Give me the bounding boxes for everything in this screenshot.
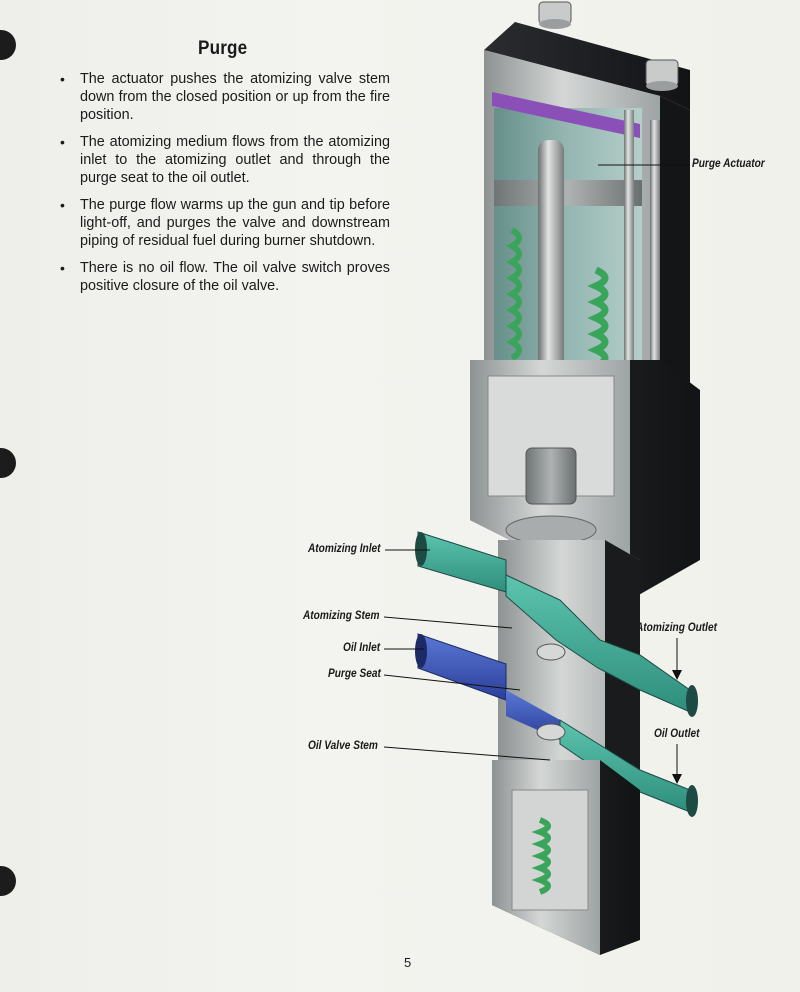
bolt-icon [538, 1, 572, 29]
section-title: Purge [198, 38, 248, 59]
bullet-text: There is no oil flow. The oil valve swit… [80, 260, 390, 294]
page-number: 5 [404, 955, 412, 970]
label-oil-outlet: Oil Outlet [654, 728, 700, 740]
bullet-text: The atomizing medium flows from the atom… [80, 134, 390, 186]
bullet-item: •The actuator pushes the atomizing valve… [60, 71, 390, 123]
label-purge-actuator: Purge Actuator [692, 158, 765, 170]
binder-hole [0, 866, 16, 896]
label-oil-inlet: Oil Inlet [343, 642, 381, 654]
label-atomizing-outlet: Atomizing Outlet [636, 622, 717, 634]
bullet-item: •The purge flow warms up the gun and tip… [60, 197, 390, 249]
bullet-item: •The atomizing medium flows from the ato… [60, 134, 390, 186]
purge-seat [536, 643, 566, 661]
bullet-list: •The actuator pushes the atomizing valve… [58, 70, 390, 304]
oil-inlet-pipe [417, 633, 507, 701]
binder-hole [0, 448, 16, 478]
stem-coupling [525, 447, 577, 505]
valve-cutaway-illustration [383, 1, 700, 955]
binder-hole [0, 30, 16, 60]
label-atomizing-stem: Atomizing Stem [303, 610, 380, 622]
bullet-text: The actuator pushes the atomizing valve … [80, 71, 390, 123]
arrow-down-icon [672, 774, 682, 784]
actuator-side-face [660, 96, 690, 390]
bullet-item: •There is no oil flow. The oil valve swi… [60, 260, 390, 294]
spring [505, 227, 609, 370]
label-atomizing-inlet: Atomizing Inlet [308, 543, 381, 555]
bolt-icon [645, 59, 679, 91]
label-oil-valve-stem: Oil Valve Stem [308, 740, 378, 752]
seal-ring [492, 92, 640, 138]
spring [531, 817, 551, 895]
bullet-text: The purge flow warms up the gun and tip … [80, 197, 390, 249]
arrow-down-icon [672, 670, 682, 680]
actuator-top-face [484, 22, 690, 110]
label-purge-seat: Purge Seat [328, 668, 381, 680]
atomizing-inlet-pipe [417, 531, 507, 593]
leader-lines [383, 164, 690, 776]
